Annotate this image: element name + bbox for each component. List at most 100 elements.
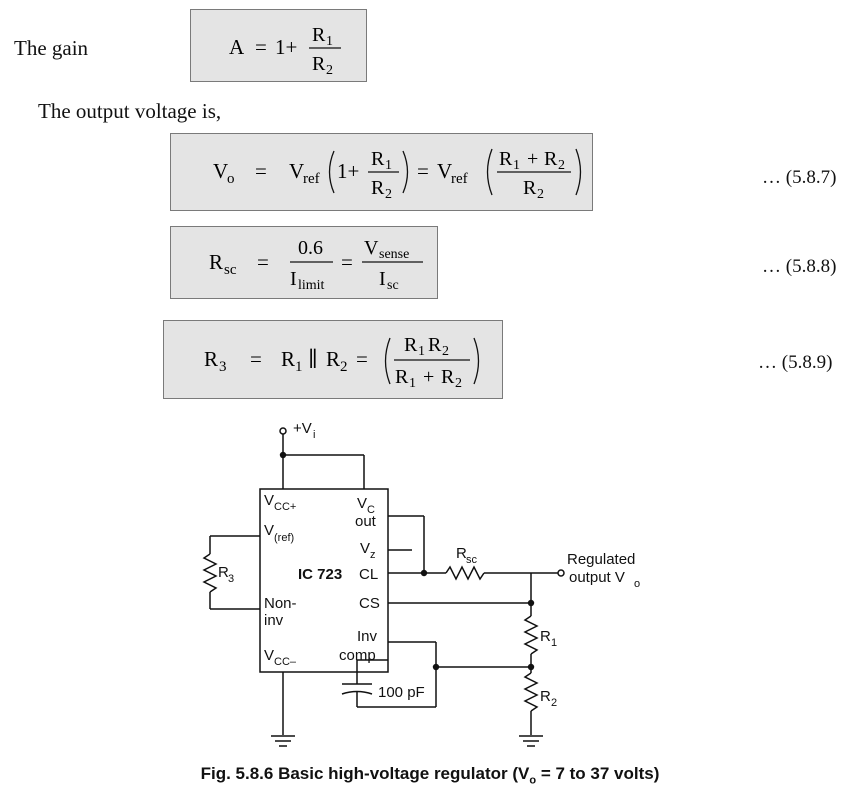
eq-5-8-8-box: R sc = 0.6 I limit = V sense I sc xyxy=(170,226,438,299)
eq588-lhs-sub: sc xyxy=(224,262,237,278)
eq587-vref-2-sub: ref xyxy=(451,171,468,187)
eq589-paren-open xyxy=(384,337,391,385)
eq589-parallel: ∥ xyxy=(308,347,318,371)
rsc-label-sub: sc xyxy=(466,554,478,566)
pin-vz-sub: z xyxy=(370,549,376,561)
eq587-paren-close-1 xyxy=(402,150,409,194)
caption-text: Fig. 5.8.6 Basic high-voltage regulator … xyxy=(200,764,530,783)
output-intro: The output voltage is, xyxy=(38,99,222,123)
eq587-paren-open-2 xyxy=(486,148,493,196)
eq587-lhs: V xyxy=(213,159,228,183)
ic-name: IC 723 xyxy=(298,566,342,583)
r2-label-sub: 2 xyxy=(551,697,557,709)
eq587-lhs-sub: o xyxy=(227,171,235,187)
pin-vccplus-sub: CC+ xyxy=(274,501,296,513)
eq587-vref-2: V xyxy=(437,159,452,183)
caption-sub: o xyxy=(529,774,537,787)
pin-out: out xyxy=(355,513,377,530)
eq587-r2-sub: 2 xyxy=(385,187,392,202)
r3-label-sub: 3 xyxy=(228,573,234,585)
capacitor-label: 100 pF xyxy=(378,684,425,701)
eq589-r1: R xyxy=(281,347,295,371)
supply-label: +V xyxy=(293,420,312,437)
eq-5-8-7: V o = V ref 1+ R 1 R 2 = V ref R 1 + R 2… xyxy=(213,148,582,202)
eq-5-8-7-box: V o = V ref 1+ R 1 R 2 = V ref R 1 + R 2… xyxy=(170,133,593,211)
pin-noninv-2: inv xyxy=(264,612,284,629)
eq-5-8-8: R sc = 0.6 I limit = V sense I sc xyxy=(209,237,423,293)
output-label-1: Regulated xyxy=(567,551,635,568)
eq587-num-r2-sub: 2 xyxy=(558,158,565,173)
pin-noninv-1: Non- xyxy=(264,595,297,612)
eq589-r2: R xyxy=(326,347,340,371)
output-terminal xyxy=(557,569,565,577)
pin-cs: CS xyxy=(359,595,380,612)
r1-resistor xyxy=(523,615,539,655)
gain-one-plus: 1+ xyxy=(275,35,297,59)
eq587-num-r1-sub: 1 xyxy=(513,158,520,173)
eq589-lhs: R xyxy=(204,347,218,371)
r1-label: R xyxy=(540,628,551,645)
eq589-lhs-sub: 3 xyxy=(219,359,227,375)
eq-5-8-9-box: R 3 = R 1 ∥ R 2 = R 1 R 2 R 1 + R 2 xyxy=(163,320,503,399)
gain-num: R xyxy=(312,24,326,46)
eq589-paren-close xyxy=(473,337,480,385)
eq587-equals-1: = xyxy=(255,159,267,183)
eq589-r2-sub: 2 xyxy=(340,359,348,375)
pin-cl: CL xyxy=(359,566,378,583)
eq587-paren-close-2 xyxy=(575,148,582,196)
gain-lhs: A xyxy=(229,35,245,59)
capacitor-plate-2 xyxy=(341,690,373,695)
eq588-equals-1: = xyxy=(257,250,269,274)
eq587-num-plus: + xyxy=(527,148,538,170)
eq587-den-r2-sub: 2 xyxy=(537,187,544,202)
pin-comp: comp xyxy=(339,647,376,664)
pin-vccminus-sub: CC– xyxy=(274,656,297,668)
eq588-num2-sub: sense xyxy=(379,247,409,262)
supply-label-sub: i xyxy=(313,429,315,441)
eq588-num2: V xyxy=(364,237,379,259)
eq587-r1-sub: 1 xyxy=(385,158,392,173)
r2-resistor xyxy=(523,672,539,712)
pin-vc-sub: C xyxy=(367,504,375,516)
pin-vref: V xyxy=(264,522,274,539)
eq589-equals-2: = xyxy=(356,347,368,371)
eq587-r2: R xyxy=(371,177,385,199)
eq588-den1: I xyxy=(290,268,297,290)
eq587-r1: R xyxy=(371,148,385,170)
gain-num-sub: 1 xyxy=(326,34,333,49)
pin-vz: V xyxy=(360,540,370,557)
eq589-num-r2-sub: 2 xyxy=(442,344,449,359)
pin-vc: V xyxy=(357,495,367,512)
eq589-den-r1: R xyxy=(395,366,409,388)
eq-5-8-7-number: … (5.8.7) xyxy=(762,167,837,188)
pin-vref-sub: (ref) xyxy=(274,532,294,544)
eq588-den2: I xyxy=(379,268,386,290)
caption-tail: = 7 to 37 volts) xyxy=(536,764,660,783)
rsc-resistor xyxy=(445,565,485,581)
eq587-num-r2: R xyxy=(544,148,558,170)
eq587-den-r2: R xyxy=(523,177,537,199)
eq589-den-r2: R xyxy=(441,366,455,388)
eq589-num-r1-sub: 1 xyxy=(418,344,425,359)
eq587-num-r1: R xyxy=(499,148,513,170)
eq589-num-r2: R xyxy=(428,334,442,356)
eq589-num-r1: R xyxy=(404,334,418,356)
gain-equation: A = 1+ R 1 R 2 xyxy=(229,24,341,78)
eq589-den-r1-sub: 1 xyxy=(409,376,416,391)
eq589-den-r2-sub: 2 xyxy=(455,376,462,391)
eq-5-8-9: R 3 = R 1 ∥ R 2 = R 1 R 2 R 1 + R 2 xyxy=(204,334,480,391)
pin-vccplus: V xyxy=(264,492,274,509)
output-label-2: output V xyxy=(569,569,625,586)
eq587-paren-open-1 xyxy=(328,150,335,194)
eq588-den1-sub: limit xyxy=(298,278,325,293)
eq587-one-plus: 1+ xyxy=(337,159,359,183)
eq-5-8-9-number: … (5.8.9) xyxy=(758,352,833,373)
gain-den-sub: 2 xyxy=(326,63,333,78)
eq588-lhs: R xyxy=(209,250,223,274)
eq589-r1-sub: 1 xyxy=(295,359,303,375)
ic-723-body xyxy=(259,488,389,673)
eq-5-8-8-number: … (5.8.8) xyxy=(762,256,837,277)
eq588-den2-sub: sc xyxy=(387,278,399,293)
eq587-vref-1-sub: ref xyxy=(303,171,320,187)
